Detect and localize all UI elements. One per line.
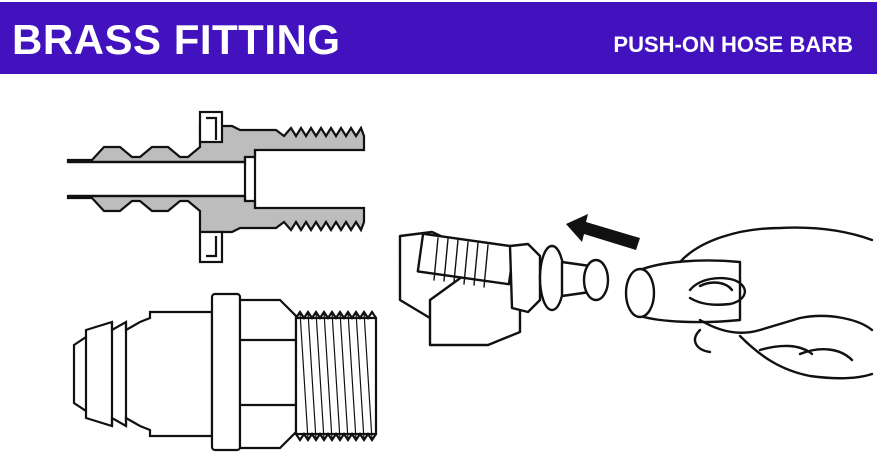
hand-wrap	[693, 328, 712, 354]
thumb-nail	[698, 281, 734, 292]
side-view-drawing	[72, 292, 378, 452]
diagram-canvas	[66, 110, 874, 452]
installation-drawing	[398, 214, 874, 380]
flange	[210, 292, 242, 452]
hand-outline	[678, 226, 874, 380]
thread-teeth-top	[295, 310, 377, 320]
cross-section-drawing	[66, 110, 366, 264]
push-arrow-icon	[566, 214, 640, 250]
cross-section-upper-wall	[66, 124, 366, 164]
collar-bottom	[198, 230, 224, 264]
hose	[638, 259, 742, 324]
hose-end	[624, 267, 656, 319]
collar-top	[198, 110, 224, 144]
barb-stem	[72, 310, 214, 438]
page-title: BRASS FITTING	[12, 16, 341, 63]
collar-top-inner	[206, 116, 218, 140]
cross-section-lower-wall	[66, 194, 366, 234]
header-bar: BRASS FITTING PUSH-ON HOSE BARB	[0, 0, 877, 76]
thread-teeth-bottom	[295, 432, 377, 442]
fitting-tip	[582, 258, 610, 302]
fitting-flange	[538, 244, 566, 312]
fitting-hex	[508, 242, 542, 314]
page-subtitle: PUSH-ON HOSE BARB	[613, 32, 853, 57]
hex-body	[238, 298, 298, 450]
collar-bottom-inner	[206, 236, 218, 258]
